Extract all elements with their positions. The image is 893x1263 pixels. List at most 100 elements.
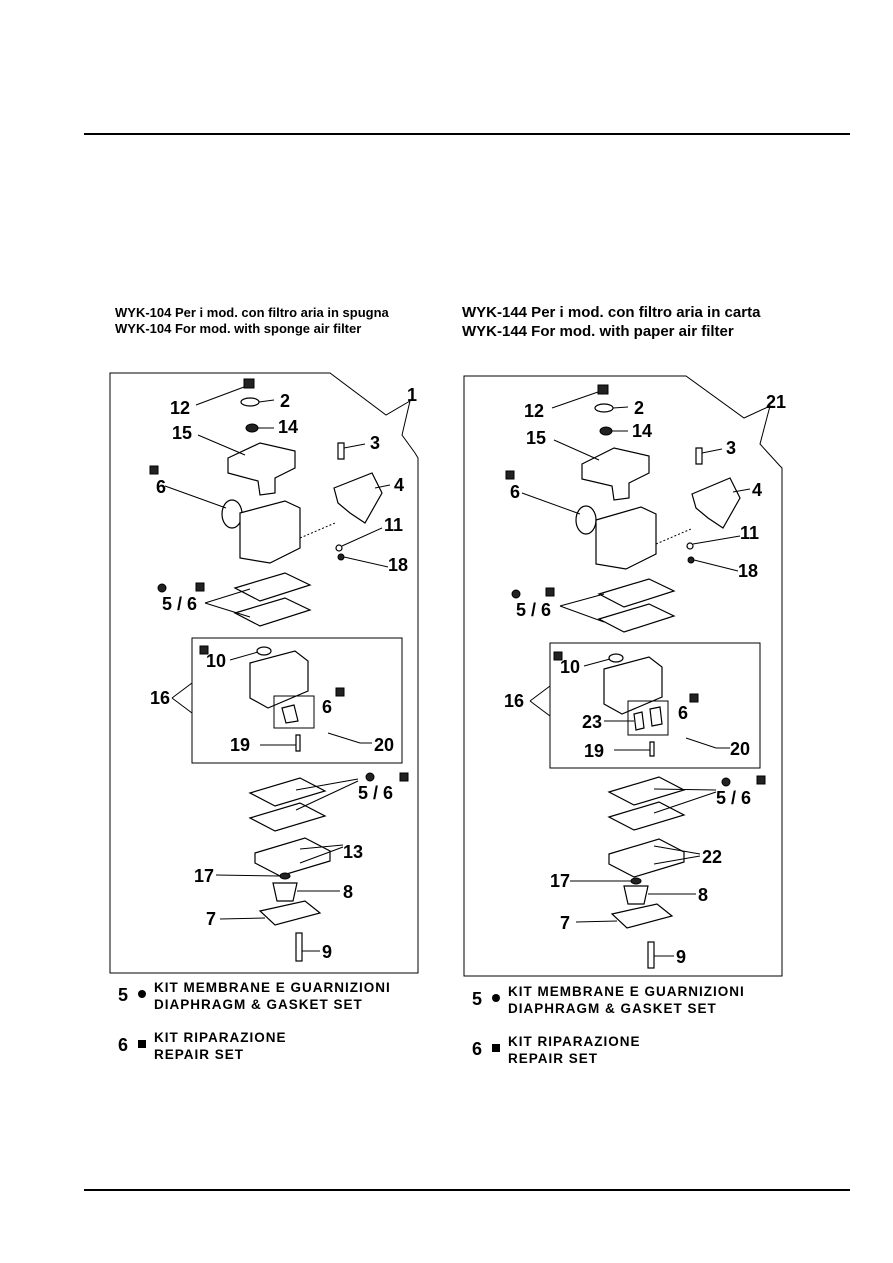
right-leader-56a-2 (559, 605, 605, 623)
left-legend-text: KIT MEMBRANE E GUARNIZIONI DIAPHRAGM & G… (154, 979, 391, 1013)
left-leader-3 (343, 443, 366, 449)
left-leader-56a-1 (204, 588, 251, 604)
right-leader-56a-1 (559, 593, 605, 607)
filled-square-icon (492, 1044, 500, 1052)
right-leader-56b-2 (653, 791, 717, 814)
right-cap-part-10 (608, 653, 624, 663)
left-callout-11: 11 (384, 515, 403, 535)
right-legend-row-diaphragm-kit: 5 KIT MEMBRANE E GUARNIZIONI DIAPHRAGM &… (472, 983, 792, 1021)
right-heading-it: WYK-144 Per i mod. con filtro aria in ca… (462, 304, 761, 321)
left-leader-16 (171, 682, 193, 714)
left-gasket-upper-2 (233, 597, 312, 627)
right-oring-part (575, 505, 597, 535)
left-callout-2: 2 (280, 391, 290, 411)
right-leader-6a (521, 492, 581, 515)
right-diaphragm-symbol-5a (511, 589, 521, 599)
left-heading-en: WYK-104 For mod. with sponge air filter (115, 321, 362, 337)
right-repair-symbol-6b (689, 693, 699, 703)
right-repair-symbol-5a (545, 587, 555, 597)
left-callout-13: 13 (343, 842, 363, 862)
left-leader-2 (258, 399, 275, 403)
left-exploded-diagram: 1 2 12 14 15 3 6 4 11 18 5 / 6 10 16 6 1… (109, 372, 422, 974)
left-callout-9: 9 (322, 942, 332, 962)
right-screw-part (695, 447, 703, 465)
left-leader-10 (229, 651, 259, 661)
right-leader-2 (612, 406, 629, 409)
bottom-rule (84, 1189, 850, 1191)
left-diaphragm-symbol-5a (157, 583, 167, 593)
right-callout-4: 4 (752, 480, 762, 500)
right-legend-line1: KIT MEMBRANE E GUARNIZIONI (508, 984, 745, 999)
left-subassembly-box (191, 637, 403, 764)
left-needle-kit-box (273, 695, 315, 729)
left-leader-13-2 (299, 846, 344, 864)
left-gasket-lower-1 (248, 777, 327, 807)
left-leader-12 (195, 386, 245, 406)
right-pin-20-part (685, 737, 717, 749)
left-diaphragm-symbol-5b (365, 772, 375, 782)
right-leader-7 (575, 920, 618, 923)
right-leader-16 (529, 685, 551, 717)
right-callout-22: 22 (702, 847, 722, 867)
left-legend-line2: DIAPHRAGM & GASKET SET (154, 997, 363, 1012)
left-repair-symbol-6a (149, 465, 159, 475)
left-callout-56b: 5 / 6 (358, 783, 393, 803)
right-callout-6a: 6 (510, 482, 520, 502)
left-callout-4: 4 (394, 475, 404, 495)
right-metering-body-part (603, 656, 663, 715)
right-callout-14: 14 (632, 421, 652, 441)
left-callout-16: 16 (150, 688, 170, 708)
right-callout-21: 21 (766, 392, 786, 412)
left-cap-screw-part (243, 378, 255, 389)
left-cap-part-10 (256, 646, 272, 656)
right-heading: WYK-144 Per i mod. con filtro aria in ca… (462, 304, 760, 342)
left-callout-1: 1 (407, 385, 417, 405)
left-legend-line1: KIT MEMBRANE E GUARNIZIONI (154, 980, 391, 995)
left-leader-4 (374, 484, 391, 489)
left-top-body-part (227, 442, 296, 496)
right-small-part-11 (686, 542, 694, 550)
right-leader-11 (692, 535, 741, 545)
left-bracket-part (333, 472, 383, 524)
left-washer-part (240, 397, 260, 407)
right-leader-18 (693, 559, 739, 572)
right-legend-line1: KIT RIPARAZIONE (508, 1034, 641, 1049)
right-carb-body-part (595, 506, 657, 570)
left-callout-56a: 5 / 6 (162, 594, 197, 614)
left-leader-13-1 (299, 844, 344, 850)
top-rule (84, 133, 850, 135)
left-frame (109, 372, 419, 974)
left-callout-14: 14 (278, 417, 298, 437)
left-diaphragm-part (254, 837, 331, 877)
right-small-part-18 (687, 556, 695, 564)
right-gasket-upper-1 (597, 578, 676, 608)
right-diagram-svg: 21 2 12 14 15 3 6 4 11 18 5 / 6 10 16 23… (463, 375, 786, 977)
right-leader-12 (551, 391, 599, 409)
right-top-body-part (581, 447, 650, 501)
right-leader-10 (583, 658, 611, 667)
right-long-screw-part (647, 941, 655, 969)
filled-square-icon (138, 1040, 146, 1048)
right-legend-number: 6 (472, 1039, 483, 1059)
right-callout-56a: 5 / 6 (516, 600, 551, 620)
left-callout-17: 17 (194, 866, 214, 886)
left-callout-20: 20 (374, 735, 394, 755)
left-gasket-lower-2 (248, 802, 327, 832)
left-legend-number: 6 (118, 1035, 129, 1055)
left-callout-12: 12 (170, 398, 190, 418)
right-repair-symbol-6a (505, 470, 515, 480)
left-callout-7: 7 (206, 909, 216, 929)
right-diaphragm-symbol-5b (721, 777, 731, 787)
left-leader-15 (197, 434, 246, 456)
right-washer-part (594, 403, 614, 413)
right-needle-part-23 (633, 711, 645, 731)
left-legend-line1: KIT RIPARAZIONE (154, 1030, 287, 1045)
left-callout-8: 8 (343, 882, 353, 902)
right-callout-7: 7 (560, 913, 570, 933)
left-callout-15: 15 (172, 423, 192, 443)
left-screw-part (337, 442, 345, 460)
right-legend-line2: DIAPHRAGM & GASKET SET (508, 1001, 717, 1016)
left-leader-56a-2 (204, 602, 251, 618)
left-oring-part (221, 499, 243, 529)
right-legend: 5 KIT MEMBRANE E GUARNIZIONI DIAPHRAGM &… (472, 983, 792, 1083)
